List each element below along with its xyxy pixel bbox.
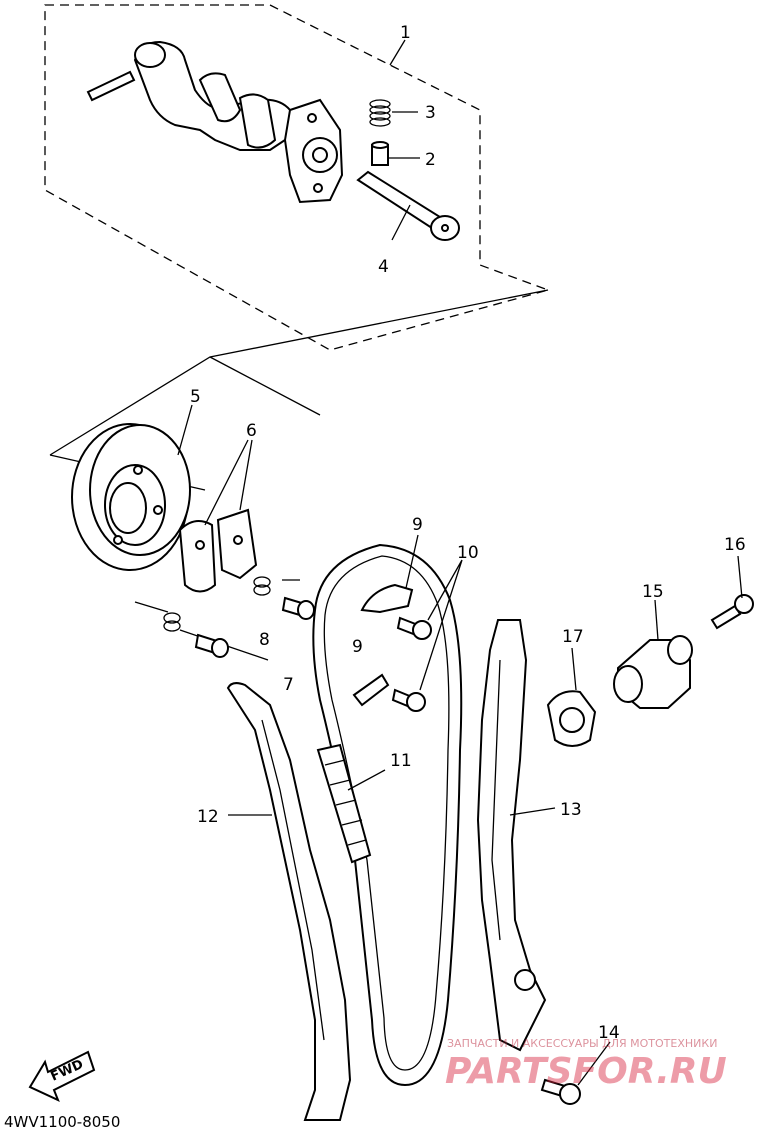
guide-bolts [391,616,432,712]
callout-3: 3 [425,103,436,123]
leader-lines [177,39,743,1086]
decompression-plates [178,508,258,593]
callout-10: 10 [457,543,479,563]
camshaft [86,40,344,204]
callout-2: 2 [425,150,436,170]
callout-16: 16 [724,535,746,555]
tensioner-bolt [710,594,754,630]
forward-arrow-icon: FWD [28,1050,96,1102]
callout-7: 7 [283,675,294,695]
callout-11: 11 [390,751,412,771]
diagram-code: 4WV1100-8050 [4,1113,120,1131]
cam-sprocket [71,423,191,571]
chain-tensioner [613,635,693,709]
callout-8: 8 [259,630,270,650]
callout-17: 17 [562,627,584,647]
chain-guide-intake [476,619,547,1052]
callout-14: 14 [598,1023,620,1043]
tensioner-gasket [546,690,597,747]
pin [371,141,389,166]
assembly-box-outline [44,4,551,351]
small-bolts [194,596,315,658]
watermark-tagline: ЗАПЧАСТИ И АКСЕССУАРЫ ДЛЯ МОТОТЕХНИКИ [447,1037,717,1050]
callout-9-upper: 9 [412,515,423,535]
watermark-brand: PARTSFOR.RU [445,1051,727,1092]
spring [369,99,391,127]
callout-12: 12 [197,807,219,827]
chain-links-detail [316,743,372,864]
callout-13: 13 [560,800,582,820]
chain-guide-stoppers [352,583,414,707]
shaft [356,170,460,241]
callout-1: 1 [400,23,411,43]
callout-5: 5 [190,387,201,407]
guide-pivot-bolt [540,1078,581,1105]
callout-4: 4 [378,257,389,277]
callout-9-lower: 9 [352,637,363,657]
callout-15: 15 [642,582,664,602]
callout-6: 6 [246,421,257,441]
